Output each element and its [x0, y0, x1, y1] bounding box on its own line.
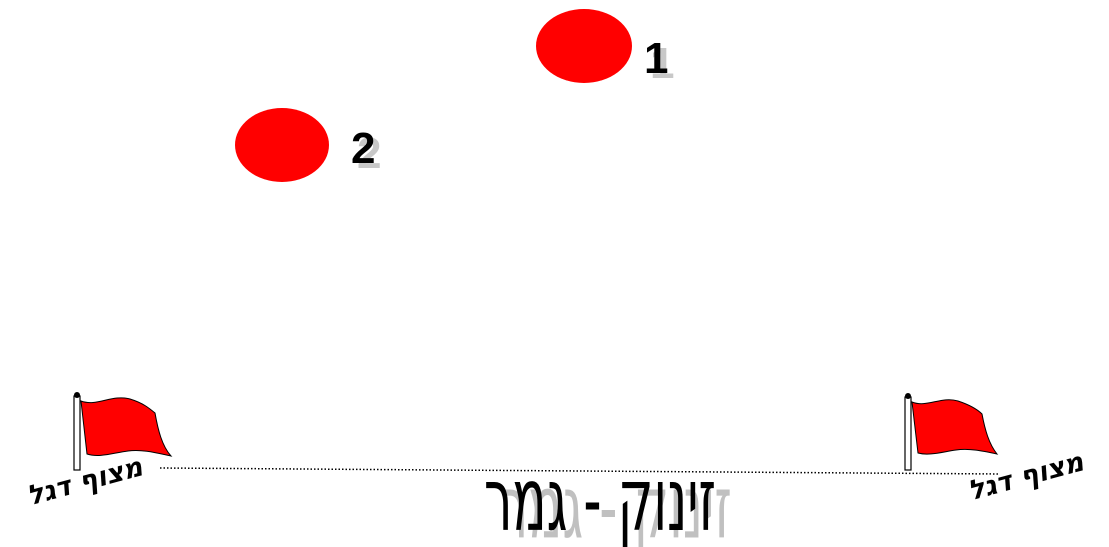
- marker-2-buoy: [235, 108, 329, 182]
- marker-2-number-shadow: 2: [357, 129, 381, 178]
- start-finish-title-text: זינוק - גמר: [484, 449, 716, 547]
- left-flag-label: מצוף דגל: [24, 451, 147, 512]
- right-flag-cloth: [911, 399, 999, 455]
- marker-1-number: 1: [644, 34, 668, 83]
- right-flag-pole-top: [905, 393, 911, 399]
- left-flag: [73, 392, 173, 471]
- marker-2: 2 2: [235, 108, 381, 182]
- start-finish-line: [159, 467, 1001, 475]
- right-flag-label: מצוף דגל: [965, 446, 1088, 507]
- start-finish-title: זינוק - גמר זינוק - גמר: [484, 449, 732, 547]
- start-finish-title-shadow: זינוק - גמר: [500, 457, 732, 547]
- left-flag-pole-top: [74, 392, 80, 398]
- left-flag-cloth: [80, 397, 173, 457]
- right-flag: [904, 393, 999, 471]
- marker-1: 1 1: [536, 9, 674, 88]
- marker-2-number: 2: [351, 124, 375, 173]
- right-flag-pole: [904, 396, 912, 471]
- marker-1-number-shadow: 1: [650, 39, 674, 88]
- left-flag-pole: [73, 395, 81, 471]
- marker-1-buoy: [536, 9, 632, 83]
